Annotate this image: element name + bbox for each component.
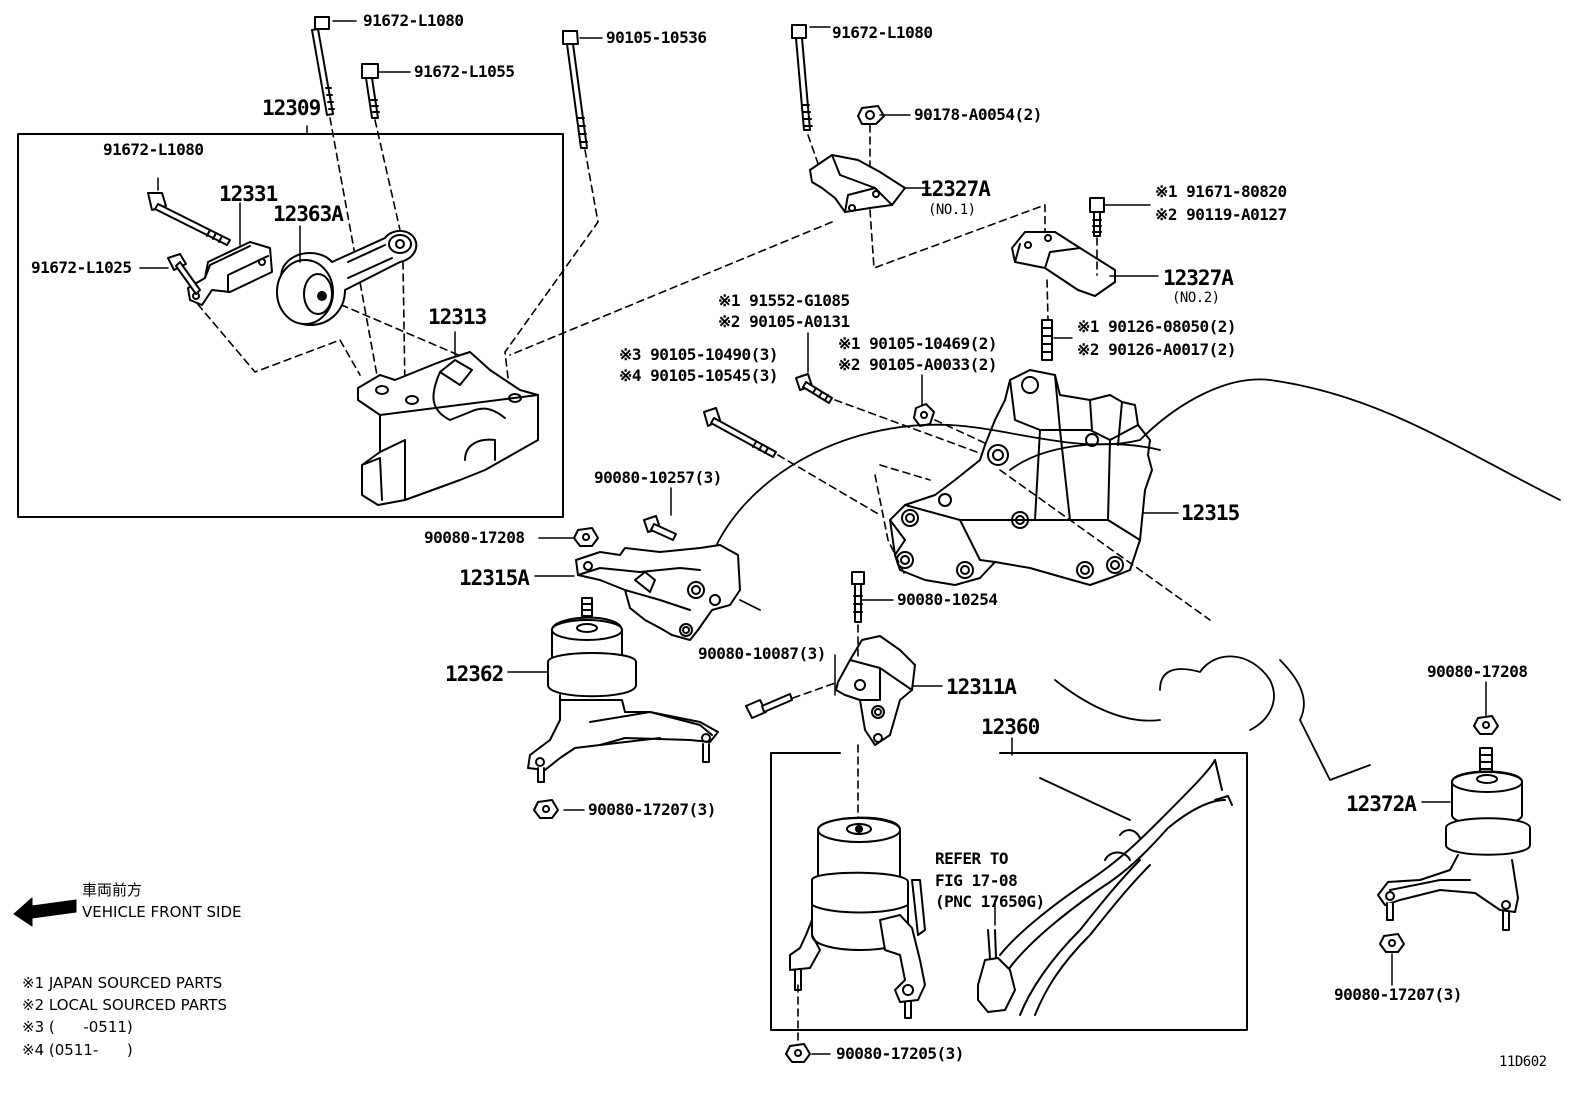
nut-90080-17207-left (533, 799, 559, 819)
leaders-right (1391, 681, 1487, 986)
label-90126-A0017: ※2 90126-A0017(2) (1077, 340, 1237, 359)
label-refer-pnc: (PNC 17650G) (935, 892, 1045, 911)
label-90080-17207-a: 90080-17207(3) (588, 800, 716, 819)
label-90080-10254: 90080-10254 (897, 590, 998, 609)
label-91672-L1080-c: 91672-L1080 (103, 140, 204, 159)
label-no1: (NO.1) (928, 202, 976, 218)
label-91672-L1055: 91672-L1055 (414, 62, 515, 81)
label-90119-A0127: ※2 90119-A0127 (1155, 205, 1287, 224)
label-refer-fig: FIG 17-08 (935, 871, 1018, 890)
label-90080-17207-b: 90080-17207(3) (1334, 985, 1462, 1004)
leaders-middle (807, 26, 1179, 756)
label-91672-L1080-b: 91672-L1080 (832, 23, 933, 42)
label-90105-10490: ※3 90105-10490(3) (619, 345, 779, 364)
direction-label-jp: 車両前方 (82, 881, 143, 899)
leaders-left (139, 20, 603, 356)
group-box-12360 (770, 752, 1248, 1031)
label-12363A: 12363A (273, 202, 344, 226)
note-local-sourced: ※2 LOCAL SOURCED PARTS (22, 996, 227, 1014)
nut-90105-10469 (913, 403, 935, 427)
label-90105-10469: ※1 90105-10469(2) (838, 334, 998, 353)
bolt-91671-80820 (1089, 197, 1105, 237)
label-no2: (NO.2) (1172, 290, 1220, 306)
label-90105-A0131: ※2 90105-A0131 (718, 312, 850, 331)
label-90080-17208-b: 90080-17208 (1427, 662, 1528, 681)
label-91671-80820: ※1 91671-80820 (1155, 182, 1287, 201)
bolt-91672-L1080-top-left (311, 16, 335, 116)
guide-12315 (874, 464, 1211, 621)
bracket-12327A-no1 (809, 154, 906, 213)
bracket-12327A-no2 (1011, 231, 1116, 297)
bolt-90080-10087 (745, 693, 793, 719)
nut-90080-17208-right (1473, 715, 1499, 735)
label-90080-10257: 90080-10257(3) (594, 468, 722, 487)
label-90080-10087: 90080-10087(3) (698, 644, 826, 663)
label-90105-10536: 90105-10536 (606, 28, 707, 47)
bolt-90105-10536 (562, 30, 588, 149)
label-12372A: 12372A (1346, 792, 1417, 816)
nut-90080-17205 (785, 1043, 811, 1063)
label-12315A: 12315A (459, 566, 530, 590)
bracket-12313 (357, 351, 539, 506)
leaders-12315A (507, 487, 672, 811)
label-12313: 12313 (428, 305, 487, 329)
engine-outline (709, 378, 1561, 821)
label-12360: 12360 (981, 715, 1040, 739)
engine-mount-12362 (527, 597, 719, 783)
engine-mount-12360 (789, 816, 926, 1019)
label-90126-08050: ※1 90126-08050(2) (1077, 317, 1237, 336)
bolt-91672-L1055 (361, 63, 380, 119)
torque-rod-12363A (276, 230, 418, 326)
label-12327A-no2: 12327A (1163, 266, 1234, 290)
label-12327A-no1: 12327A (920, 177, 991, 201)
figure-code: 11D602 (1499, 1054, 1547, 1070)
bolt-91672-L1080-group (147, 192, 231, 246)
label-91672-L1080-a: 91672-L1080 (363, 11, 464, 30)
nut-90178-A0054 (857, 105, 885, 125)
note-date-after: ※4 (0511- ) (22, 1041, 133, 1059)
label-refer-to: REFER TO (935, 849, 1009, 868)
stud-90126 (1041, 319, 1053, 361)
vehicle-front-arrow-icon (13, 897, 77, 927)
bolt-91672-L1025 (167, 253, 201, 295)
label-90105-10545: ※4 90105-10545(3) (619, 366, 779, 385)
nut-90080-17207-right (1379, 933, 1405, 953)
note-date-before: ※3 ( -0511) (22, 1018, 133, 1036)
label-91552-G1085: ※1 91552-G1085 (718, 291, 850, 310)
direction-label-en: VEHICLE FRONT SIDE (82, 903, 242, 921)
bolt-90080-10257 (643, 515, 677, 541)
vacuum-hose-17650G (977, 759, 1233, 1016)
engine-mount-bracket-12315 (889, 369, 1153, 586)
label-12331: 12331 (219, 182, 278, 206)
label-12315: 12315 (1181, 501, 1240, 525)
nut-90080-17208-left (573, 527, 599, 547)
bolt-90080-10254 (851, 571, 865, 623)
guide-12311A (792, 624, 859, 1051)
label-90080-17205: 90080-17205(3) (836, 1044, 964, 1063)
guide-12327A-2 (1046, 237, 1098, 321)
bracket-12315A (575, 544, 741, 641)
label-91672-L1025: 91672-L1025 (31, 258, 132, 277)
group-box-12309 (17, 133, 564, 518)
bracket-12311A (835, 635, 916, 746)
engine-mount-12372A (1377, 747, 1531, 931)
label-90080-17208-a: 90080-17208 (424, 528, 525, 547)
bolt-91552-G1085 (795, 373, 833, 404)
bracket-12331 (187, 241, 273, 306)
label-90178-A0054: 90178-A0054(2) (914, 105, 1042, 124)
label-12309: 12309 (262, 96, 321, 120)
label-12311A: 12311A (946, 675, 1017, 699)
label-12362: 12362 (445, 662, 504, 686)
note-japan-sourced: ※1 JAPAN SOURCED PARTS (22, 974, 223, 992)
label-90105-A0033: ※2 90105-A0033(2) (838, 355, 998, 374)
bolt-91672-L1080-top-center (791, 24, 813, 131)
bolt-90105-10490 (703, 407, 777, 458)
